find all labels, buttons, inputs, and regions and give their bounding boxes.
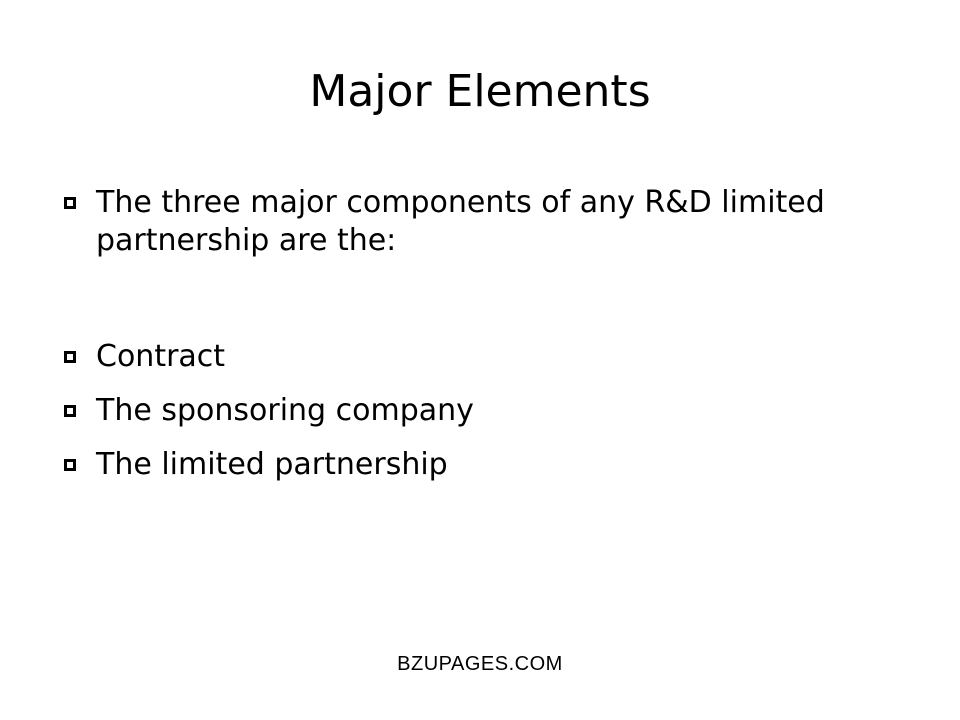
square-bullet-icon xyxy=(64,459,76,471)
footer-watermark: BZUPAGES.COM xyxy=(397,653,563,675)
bullet-text: Contract xyxy=(96,339,226,374)
bullet-text: The three major components of any R&D li… xyxy=(96,185,825,258)
bullet-text: The sponsoring company xyxy=(96,393,474,428)
square-bullet-icon xyxy=(64,405,76,417)
bullet-list: The three major components of any R&D li… xyxy=(62,184,902,500)
bullet-item: The sponsoring company xyxy=(62,392,902,430)
bullet-item: The limited partnership xyxy=(62,446,902,484)
bullet-item: The three major components of any R&D li… xyxy=(62,184,902,260)
square-bullet-icon xyxy=(64,197,76,209)
bullet-text: The limited partnership xyxy=(96,447,448,482)
slide-title: Major Elements xyxy=(309,66,651,117)
square-bullet-icon xyxy=(64,351,76,363)
bullet-item: Contract xyxy=(62,338,902,376)
